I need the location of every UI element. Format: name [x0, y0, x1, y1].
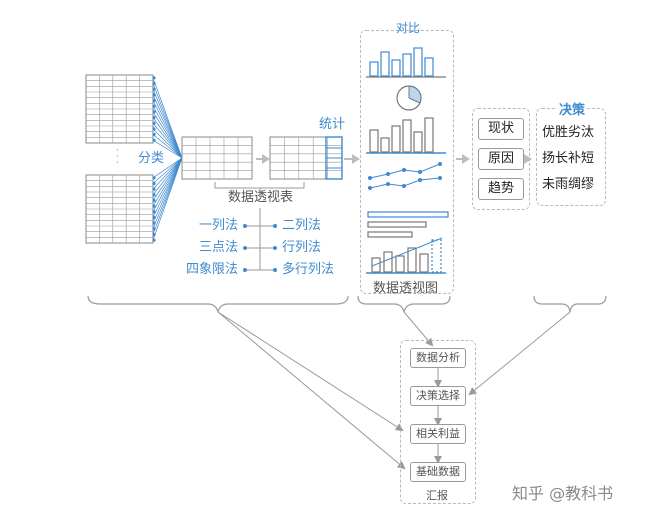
report-step-base-data: 基础数据	[410, 462, 466, 482]
fan-line	[152, 139, 183, 159]
fan-line	[152, 157, 183, 212]
fan-line	[152, 134, 183, 159]
fan-line	[152, 157, 183, 201]
fan-line	[152, 100, 183, 159]
report-step-benefit: 相关利益	[410, 424, 466, 444]
fan-line	[152, 157, 183, 196]
fan-dot	[152, 138, 156, 142]
report-step-data-analysis: 数据分析	[410, 348, 466, 368]
arrow-pivot2-to-charts	[344, 154, 360, 164]
stat-label: 统计	[319, 117, 346, 132]
fan-line	[152, 111, 183, 159]
fan-line	[152, 89, 183, 159]
mini-bar-chart-2	[366, 117, 446, 154]
fan-dot	[152, 115, 156, 120]
compare-title: 对比	[396, 21, 421, 35]
mini-line-chart	[368, 162, 442, 190]
method-right-1: 二列法	[282, 218, 322, 233]
fan-line	[152, 157, 183, 224]
method-right-2: 行列法	[282, 240, 322, 255]
fan-line	[152, 157, 183, 179]
decision-item-2: 扬长补短	[542, 151, 595, 166]
pivot-table-1	[181, 136, 253, 180]
fan-line	[152, 122, 183, 159]
method-connector	[245, 208, 275, 271]
fan-dot	[152, 176, 156, 180]
pivot-table-label: 数据透视表	[228, 190, 294, 205]
fan-dot	[152, 198, 156, 203]
brace-middle	[357, 295, 451, 313]
analysis-box-cause: 原因	[478, 148, 524, 170]
fan-line	[152, 157, 183, 218]
fan-dot	[152, 98, 156, 103]
classify-label: 分类	[138, 151, 165, 166]
method-left-1: 一列法	[198, 218, 238, 233]
connector-left-to-benefit	[217, 311, 404, 432]
connector-right-to-decision	[468, 311, 571, 396]
fan-dot	[152, 93, 156, 97]
fan-dot	[152, 87, 156, 91]
fan-dot	[152, 121, 156, 125]
fan-line	[152, 157, 183, 241]
fan-dot	[152, 193, 156, 197]
fan-line	[152, 94, 183, 159]
analysis-box-status: 现状	[478, 118, 524, 140]
mini-bar-chart-3	[366, 237, 446, 274]
analysis-panel	[472, 108, 530, 210]
fan-dot	[152, 187, 156, 191]
pivot-table-bracket	[214, 182, 305, 189]
analysis-box-trend: 趋势	[478, 178, 524, 200]
fan-line	[152, 157, 183, 190]
pivot-chart-label: 数据透视图	[373, 281, 439, 296]
report-title: 汇报	[426, 489, 448, 502]
raw-data-table-bottom	[85, 174, 154, 244]
decision-item-3: 未雨绸缪	[542, 177, 595, 192]
mini-bar-chart-1	[366, 47, 446, 78]
fan-line	[152, 83, 183, 159]
raw-data-table-top	[85, 74, 154, 144]
fan-dot	[152, 132, 156, 137]
watermark: 知乎 @教科书	[512, 484, 614, 503]
fan-dot	[152, 76, 156, 80]
fan-dot	[152, 127, 156, 131]
fan-dot	[152, 204, 156, 208]
arrow-pivot1-to-pivot2	[256, 154, 270, 164]
brace-left	[87, 295, 349, 313]
connector-left-to-data	[217, 311, 406, 470]
arrow-analysis-to-decision	[518, 154, 532, 164]
report-panel	[400, 340, 476, 504]
fan-line	[152, 157, 183, 184]
pivot-table-2	[269, 136, 343, 180]
decision-item-1: 优胜劣汰	[542, 125, 595, 140]
mini-horizontal-bar-chart	[367, 211, 449, 238]
fan-line	[152, 157, 183, 207]
fan-dot	[152, 110, 156, 114]
connector-middle-to-analysis	[403, 311, 434, 347]
arrow-charts-to-analysis	[456, 154, 470, 164]
fan-line	[152, 128, 183, 159]
method-right-3: 多行列法	[282, 262, 335, 277]
fan-dot	[152, 104, 156, 108]
brace-right	[533, 295, 607, 313]
method-left-3: 四象限法	[185, 262, 238, 277]
fan-line	[152, 105, 183, 159]
report-step-decision: 决策选择	[410, 386, 466, 406]
ellipsis: · · ·	[116, 146, 119, 167]
charts-panel	[360, 30, 454, 294]
fan-dot	[152, 238, 156, 242]
fan-dot	[152, 81, 156, 86]
fan-dot	[152, 210, 156, 214]
classify-fan-lines	[152, 76, 183, 242]
mini-pie-chart	[396, 85, 422, 111]
fan-dot	[152, 181, 156, 186]
method-left-2: 三点法	[198, 240, 238, 255]
fan-line	[152, 117, 183, 159]
decision-title: 决策	[557, 103, 588, 118]
